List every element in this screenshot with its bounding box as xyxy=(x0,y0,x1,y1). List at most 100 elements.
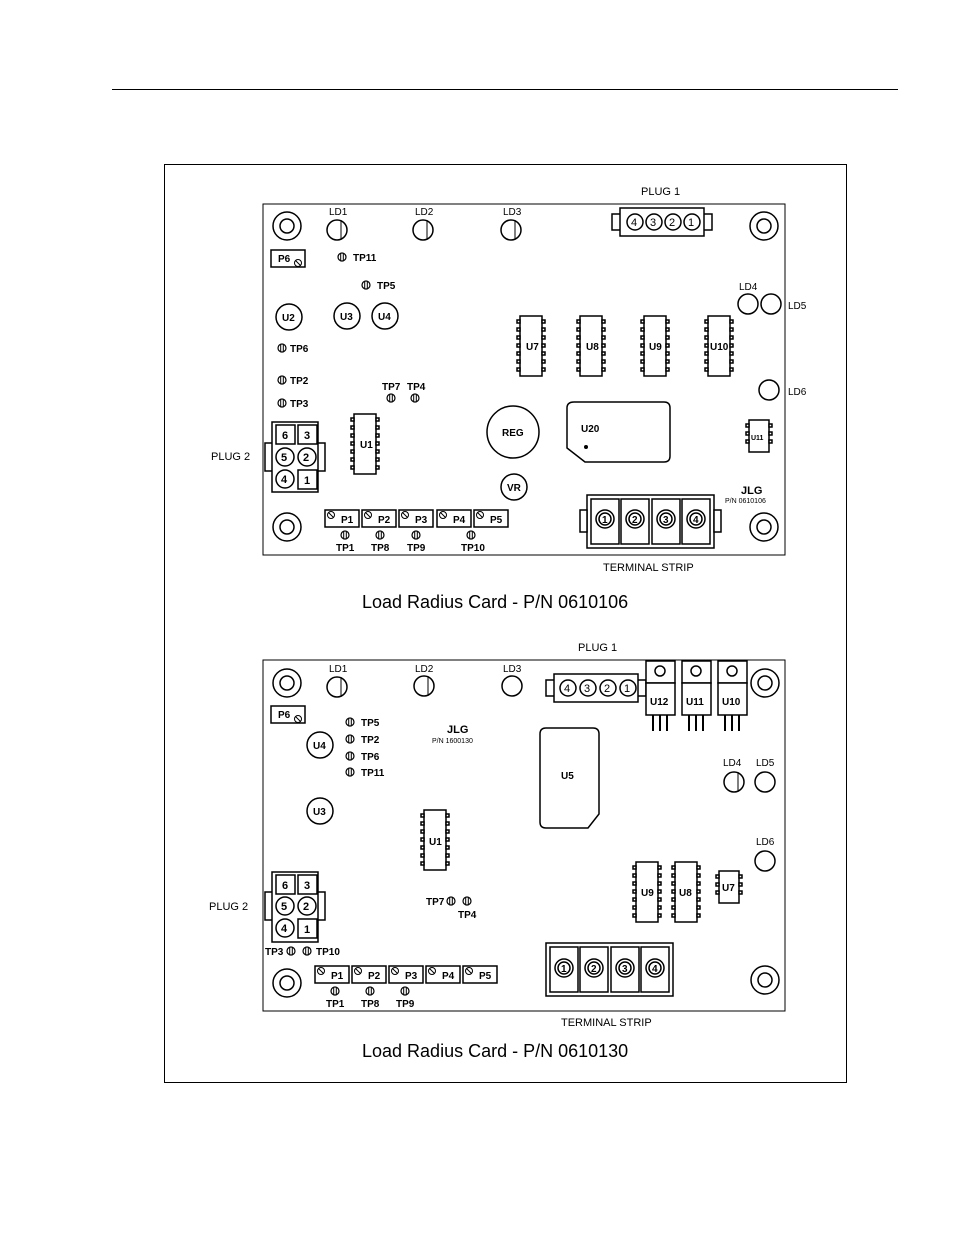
svg-text:LD1: LD1 xyxy=(329,207,348,218)
svg-text:LD4: LD4 xyxy=(723,758,742,769)
svg-text:U3: U3 xyxy=(313,807,326,818)
card2-plug2: PLUG 2 6 3 5 2 4 1 xyxy=(209,871,326,943)
svg-text:U4: U4 xyxy=(378,312,391,323)
svg-text:TP9: TP9 xyxy=(396,999,415,1010)
svg-text:P4: P4 xyxy=(442,971,455,982)
svg-text:LD1: LD1 xyxy=(329,664,348,675)
svg-text:P2: P2 xyxy=(368,971,381,982)
svg-text:TP3: TP3 xyxy=(265,947,284,958)
svg-text:4: 4 xyxy=(652,964,658,975)
svg-text:U9: U9 xyxy=(649,342,662,353)
svg-text:TP10: TP10 xyxy=(461,543,485,554)
svg-text:TP9: TP9 xyxy=(407,543,426,554)
svg-text:LD4: LD4 xyxy=(739,282,758,293)
svg-text:1: 1 xyxy=(602,515,608,526)
card2-u5: U5 xyxy=(539,727,600,829)
card1-round-chips: U2 U3 U4 xyxy=(275,302,399,331)
svg-text:1: 1 xyxy=(688,217,694,229)
card1-dip-chips: U7 U8 U9 U10 xyxy=(516,315,734,377)
card2-mount-holes xyxy=(272,668,780,998)
svg-text:U1: U1 xyxy=(360,440,373,451)
svg-text:2: 2 xyxy=(591,964,597,975)
card1-board xyxy=(262,203,786,556)
card2-plug1: PLUG 1 4 3 2 1 xyxy=(545,642,647,703)
svg-text:U8: U8 xyxy=(586,342,599,353)
svg-text:TP7: TP7 xyxy=(426,897,445,908)
card1-ports: P1 P2 P3 P4 P5 xyxy=(324,509,509,528)
svg-text:2: 2 xyxy=(303,452,309,464)
svg-text:TERMINAL STRIP: TERMINAL STRIP xyxy=(561,1017,652,1029)
figure-frame xyxy=(164,164,847,1083)
svg-text:PLUG 2: PLUG 2 xyxy=(211,451,250,463)
card1-u1: U1 xyxy=(350,413,380,475)
svg-text:TP5: TP5 xyxy=(377,281,396,292)
card2-caption: Load Radius Card - P/N 0610130 xyxy=(362,1041,628,1061)
card1-u11: U11 xyxy=(745,419,773,453)
svg-text:3: 3 xyxy=(622,964,628,975)
svg-text:3: 3 xyxy=(650,217,656,229)
svg-text:U20: U20 xyxy=(581,424,600,435)
svg-text:6: 6 xyxy=(282,430,288,442)
svg-text:U10: U10 xyxy=(710,342,729,353)
svg-text:TP8: TP8 xyxy=(371,543,390,554)
svg-text:U1: U1 xyxy=(429,837,442,848)
svg-text:PLUG 1: PLUG 1 xyxy=(578,642,617,654)
svg-text:1: 1 xyxy=(561,964,567,975)
svg-text:TP1: TP1 xyxy=(326,999,345,1010)
svg-text:U8: U8 xyxy=(679,888,692,899)
card1-terminal-strip: 1 2 3 4 TERMINAL STRIP xyxy=(579,494,722,574)
svg-text:P1: P1 xyxy=(331,971,344,982)
card2-leds: LD1 LD2 LD3 LD4 LD5 LD6 xyxy=(326,664,776,872)
svg-text:TP3: TP3 xyxy=(290,399,309,410)
svg-text:U7: U7 xyxy=(526,342,539,353)
svg-text:LD5: LD5 xyxy=(788,301,807,312)
card1-plug1-label: PLUG 1 xyxy=(641,186,680,198)
card1-plug2: PLUG 2 6 3 5 2 4 1 xyxy=(211,421,326,493)
svg-text:TP6: TP6 xyxy=(290,344,309,355)
svg-text:2: 2 xyxy=(669,217,675,229)
svg-text:6: 6 xyxy=(282,880,288,892)
card2-dip-chips: U9 U8 xyxy=(632,861,701,923)
svg-text:PLUG 2: PLUG 2 xyxy=(209,901,248,913)
svg-text:1: 1 xyxy=(624,683,630,695)
svg-text:LD6: LD6 xyxy=(756,837,775,848)
svg-text:LD2: LD2 xyxy=(415,207,434,218)
svg-text:TP8: TP8 xyxy=(361,999,380,1010)
svg-text:5: 5 xyxy=(281,901,287,913)
card1-plug1: PLUG 1 4 3 2 1 xyxy=(611,186,713,237)
svg-text:3: 3 xyxy=(663,515,669,526)
svg-text:VR: VR xyxy=(507,483,522,494)
svg-text:U9: U9 xyxy=(641,888,654,899)
svg-text:U5: U5 xyxy=(561,771,574,782)
header-rule xyxy=(112,89,898,90)
svg-text:4: 4 xyxy=(281,923,288,935)
card2-ports: P1 P2 P3 P4 P5 xyxy=(314,965,498,984)
svg-text:U4: U4 xyxy=(313,741,326,752)
svg-text:REG: REG xyxy=(502,428,524,439)
svg-text:P3: P3 xyxy=(415,515,428,526)
svg-text:U10: U10 xyxy=(722,697,741,708)
card2-board xyxy=(262,659,786,1012)
svg-text:3: 3 xyxy=(304,880,310,892)
svg-text:LD6: LD6 xyxy=(788,387,807,398)
card1-p6: P6 xyxy=(270,249,306,268)
svg-text:P6: P6 xyxy=(278,710,291,721)
svg-text:TP7: TP7 xyxy=(382,382,401,393)
card2-regulators: U12 U11 U10 xyxy=(645,660,748,731)
card1-leds: LD1 LD2 LD3 LD4 LD5 LD6 xyxy=(326,207,807,401)
svg-text:1: 1 xyxy=(304,924,310,936)
svg-text:2: 2 xyxy=(303,901,309,913)
svg-text:TP11: TP11 xyxy=(353,253,377,264)
svg-text:TP4: TP4 xyxy=(407,382,426,393)
svg-text:4: 4 xyxy=(564,683,570,695)
svg-text:P5: P5 xyxy=(490,515,503,526)
svg-text:TP6: TP6 xyxy=(361,752,380,763)
svg-text:TERMINAL STRIP: TERMINAL STRIP xyxy=(603,562,694,574)
svg-text:P2: P2 xyxy=(378,515,391,526)
svg-text:P5: P5 xyxy=(479,971,492,982)
card1-reg: REG VR xyxy=(486,405,540,501)
svg-text:TP2: TP2 xyxy=(290,376,309,387)
svg-text:U3: U3 xyxy=(340,312,353,323)
svg-text:U12: U12 xyxy=(650,697,669,708)
